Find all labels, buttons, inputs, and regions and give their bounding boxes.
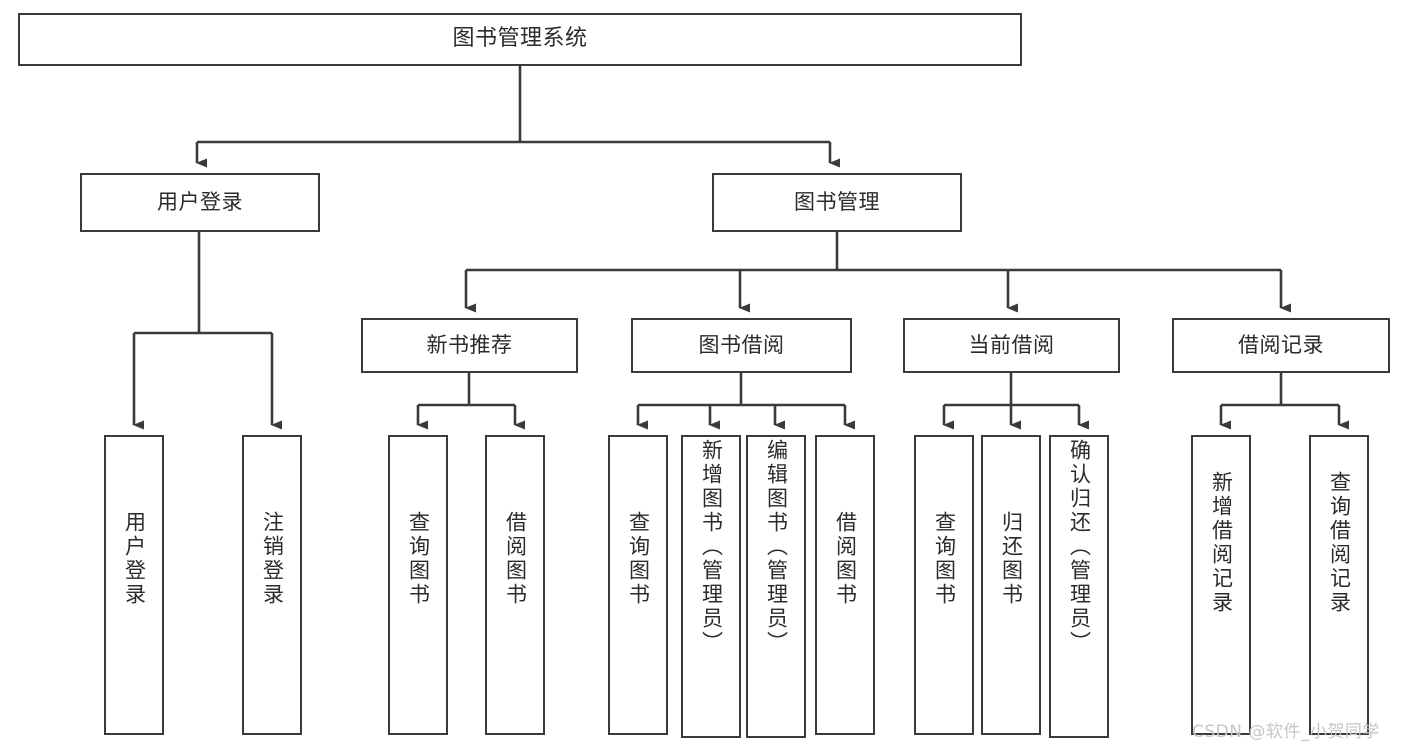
node-leaf-edit-book[interactable]: 编辑图书（管理员） (746, 435, 806, 738)
node-leaf-query-borrow-record[interactable]: 查询借阅记录 (1309, 435, 1369, 735)
node-leaf-add-book[interactable]: 新增图书（管理员） (681, 435, 741, 738)
node-leaf-query-book-1[interactable]: 查询图书 (388, 435, 448, 735)
node-label: 注销登录 (260, 511, 285, 607)
node-label: 编辑图书（管理员） (764, 439, 789, 655)
node-leaf-user-login[interactable]: 用户登录 (104, 435, 164, 735)
node-label: 查询图书 (406, 511, 431, 607)
node-label: 当前借阅 (968, 332, 1055, 357)
node-leaf-return-book[interactable]: 归还图书 (981, 435, 1041, 735)
node-leaf-logout[interactable]: 注销登录 (242, 435, 302, 735)
node-label: 借阅记录 (1238, 332, 1324, 357)
node-label: 归还图书 (999, 511, 1024, 607)
node-label: 新书推荐 (426, 332, 513, 357)
node-label: 确认归还（管理员） (1067, 439, 1092, 655)
node-label: 借阅图书 (503, 511, 528, 607)
node-leaf-query-book-2[interactable]: 查询图书 (608, 435, 668, 735)
node-leaf-confirm-return[interactable]: 确认归还（管理员） (1049, 435, 1109, 738)
node-book-borrow[interactable]: 图书借阅 (631, 318, 852, 373)
node-root-system[interactable]: 图书管理系统 (18, 13, 1022, 66)
node-label: 用户登录 (157, 189, 243, 214)
node-label: 借阅图书 (833, 511, 858, 607)
node-label: 图书管理系统 (452, 26, 588, 52)
node-leaf-borrow-book-1[interactable]: 借阅图书 (485, 435, 545, 735)
node-leaf-query-book-3[interactable]: 查询图书 (914, 435, 974, 735)
node-new-book-recommend[interactable]: 新书推荐 (361, 318, 578, 373)
node-book-management[interactable]: 图书管理 (712, 173, 962, 232)
csdn-watermark: CSDN @软件_小贺同学 (1192, 722, 1380, 742)
node-label: 查询图书 (932, 511, 957, 607)
node-label: 图书借阅 (698, 332, 785, 357)
node-label: 用户登录 (122, 511, 147, 607)
node-leaf-borrow-book-2[interactable]: 借阅图书 (815, 435, 875, 735)
node-label: 新增图书（管理员） (699, 439, 724, 655)
node-label: 新增借阅记录 (1209, 471, 1234, 615)
node-label: 查询图书 (626, 511, 651, 607)
node-borrow-record[interactable]: 借阅记录 (1172, 318, 1390, 373)
node-user-login[interactable]: 用户登录 (80, 173, 320, 232)
node-leaf-add-borrow-record[interactable]: 新增借阅记录 (1191, 435, 1251, 735)
node-current-borrow[interactable]: 当前借阅 (903, 318, 1120, 373)
node-label: 查询借阅记录 (1327, 471, 1352, 615)
node-label: 图书管理 (794, 189, 880, 214)
